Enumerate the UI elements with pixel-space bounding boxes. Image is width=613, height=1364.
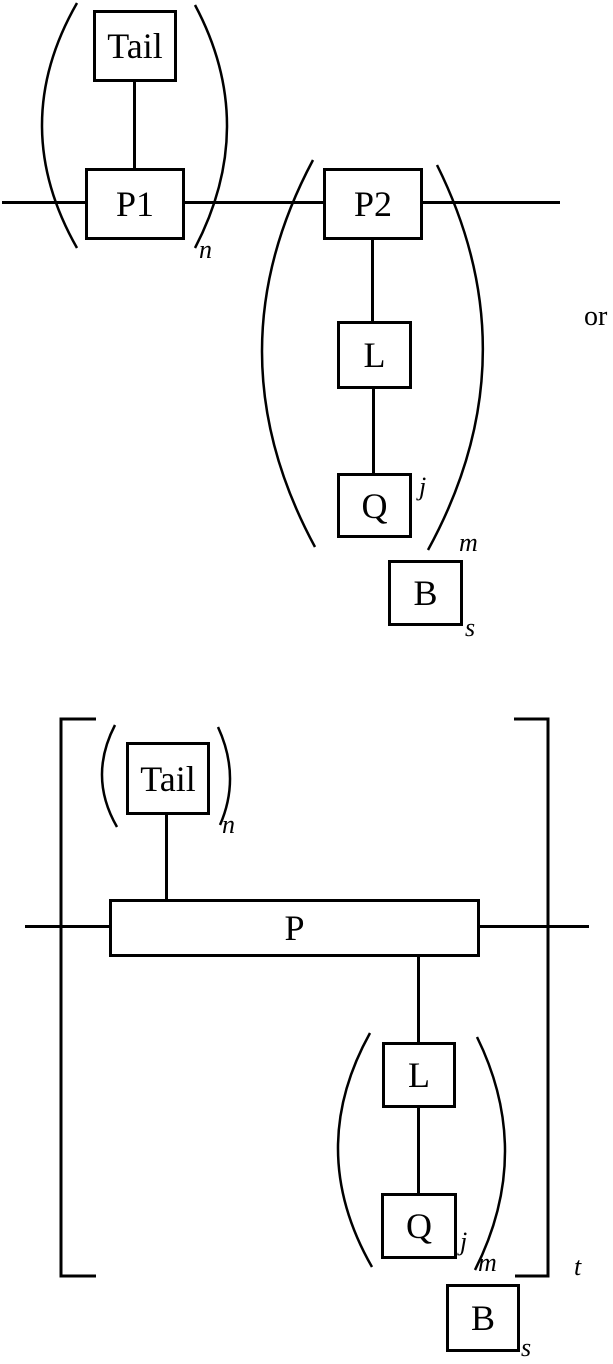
formula-1-q-label: Q <box>361 485 388 526</box>
formula-2-p-label: P <box>284 908 305 948</box>
formula-1-subscript-m: m <box>459 528 478 557</box>
formula-2-close-paren-tail-group <box>216 726 232 826</box>
formula-1-open-paren-lq-group <box>260 159 317 548</box>
formula-2-backbone-line-right <box>479 925 589 928</box>
formula-1-close-paren-lq-group <box>426 164 485 551</box>
formula-2-backbone-line-left <box>25 925 109 928</box>
formula-1-open-paren-tail-group <box>40 2 79 249</box>
formula-1-backbone-line <box>2 201 560 204</box>
formula-1-subscript-j: j <box>419 472 427 501</box>
or-word: or <box>584 301 608 332</box>
formula-2-bond-l-q <box>417 1108 420 1194</box>
formula-2-open-paren-tail-group <box>100 724 119 828</box>
formula-2-close-paren-lq-group <box>473 1036 507 1271</box>
formula-1-p1-label: P1 <box>115 184 155 224</box>
formula-2-p-box: P <box>109 899 480 957</box>
formula-2-subscript-t: t <box>574 1252 582 1281</box>
formula-2-tail-label: Tail <box>140 758 196 799</box>
formula-1-subscript-n: n <box>199 235 212 264</box>
formula-2-subscript-n: n <box>222 810 235 839</box>
formula-1-bond-l-q <box>372 389 375 474</box>
formula-1-b-label: B <box>413 573 438 613</box>
formula-2-b-box: B <box>446 1284 520 1352</box>
formula-2-tail-box: Tail <box>126 742 210 815</box>
formula-2-open-bracket <box>59 717 96 1278</box>
formula-2-subscript-j: j <box>460 1227 468 1256</box>
formula-2-close-bracket <box>514 717 550 1278</box>
formula-1-b-box: B <box>388 560 463 626</box>
formula-2-q-box: Q <box>381 1193 457 1259</box>
formula-2-b-label: B <box>470 1298 495 1338</box>
formula-1-tail-label: Tail <box>107 26 163 66</box>
formula-2-subscript-s: s <box>521 1333 532 1362</box>
formula-2-subscript-m: m <box>478 1248 497 1277</box>
formula-2-bond-p-l <box>417 956 420 1043</box>
formula-1-p2-label: P2 <box>353 184 393 224</box>
formula-1-l-label: L <box>363 335 386 375</box>
formula-1-q-box: Q <box>337 473 412 538</box>
formula-1-l-box: L <box>337 321 412 389</box>
formula-2-q-label: Q <box>406 1206 432 1246</box>
formula-1-p1-box: P1 <box>85 168 185 240</box>
formula-1-bond-tail-p1 <box>133 82 136 168</box>
formula-1-subscript-s: s <box>465 613 476 642</box>
formula-1-close-paren-tail-group <box>193 4 229 249</box>
formula-2-open-paren-lq-group <box>336 1032 374 1268</box>
formula-2-l-box: L <box>382 1042 456 1108</box>
formula-2-l-label: L <box>408 1055 430 1095</box>
formula-2-bond-tail-p <box>165 815 168 900</box>
formula-1-p2-box: P2 <box>323 168 423 240</box>
formula-1-bond-p2-l <box>371 240 374 322</box>
formula-1-tail-box: Tail <box>93 10 177 82</box>
